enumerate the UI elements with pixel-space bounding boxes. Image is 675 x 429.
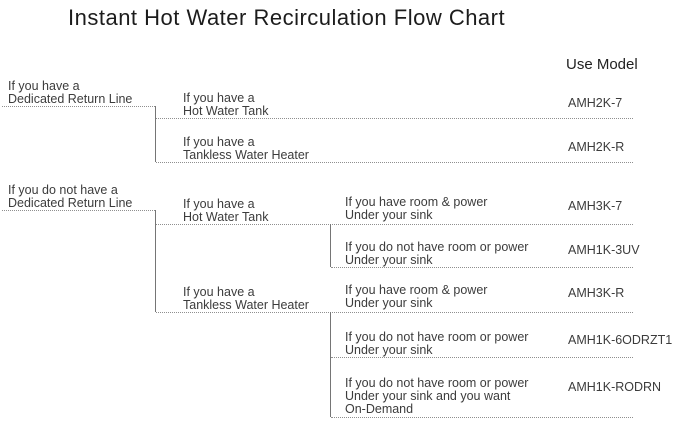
branch-have-drl-hot-water-tank: If you have a Hot Water Tank <box>183 91 269 118</box>
model-label-amh1k-rodrn: AMH1K-RODRN <box>568 380 662 394</box>
model-label-amh1k-6odrzt1: AMH1K-6ODRZT1 <box>568 333 673 347</box>
underline-have-drl-tank-row <box>156 118 633 119</box>
underline-no-drl <box>2 210 155 211</box>
page-title: Instant Hot Water Recirculation Flow Cha… <box>68 5 506 30</box>
branch-no-drl-tankless-heater: If you have a Tankless Water Heater <box>183 285 309 312</box>
condition-tank-no-room-or-power: If you do not have room or power Under y… <box>345 240 529 267</box>
model-label-amh2k-r: AMH2K-R <box>568 140 625 154</box>
use-model-header: Use Model <box>566 56 638 73</box>
underline-have-drl-tankless-row <box>156 162 633 163</box>
model-label-amh1k-3uv: AMH1K-3UV <box>568 243 640 257</box>
branch-no-drl-hot-water-tank: If you have a Hot Water Tank <box>183 197 269 224</box>
condition-tankless-no-room-or-power: If you do not have room or power Under y… <box>345 330 529 357</box>
underline-no-drl-tankless-row <box>156 312 633 313</box>
model-label-amh3k-r: AMH3K-R <box>568 286 625 300</box>
condition-tankless-room-and-power: If you have room & power Under your sink <box>345 283 488 310</box>
condition-tank-room-and-power: If you have room & power Under your sink <box>345 195 488 222</box>
branch1-vertical-connector <box>155 106 156 162</box>
branch-have-drl-tankless-heater: If you have a Tankless Water Heater <box>183 135 309 162</box>
underline-have-drl <box>2 106 155 107</box>
underline-tank-no-room-row <box>331 267 633 268</box>
branch-no-dedicated-return-line: If you do not have a Dedicated Return Li… <box>8 183 133 210</box>
underline-no-drl-tank-row <box>156 224 633 225</box>
underline-tankless-on-demand-row <box>331 417 633 418</box>
condition-tankless-on-demand: If you do not have room or power Under y… <box>345 376 529 416</box>
branch-have-dedicated-return-line: If you have a Dedicated Return Line <box>8 79 133 106</box>
model-label-amh2k-7: AMH2K-7 <box>568 96 623 110</box>
underline-tankless-no-room-row <box>331 357 633 358</box>
branch2-vertical-connector <box>155 210 156 312</box>
model-label-amh3k-7: AMH3K-7 <box>568 199 623 213</box>
tankless-sub-vertical-connector <box>330 312 331 417</box>
tank-sub-vertical-connector <box>330 224 331 267</box>
